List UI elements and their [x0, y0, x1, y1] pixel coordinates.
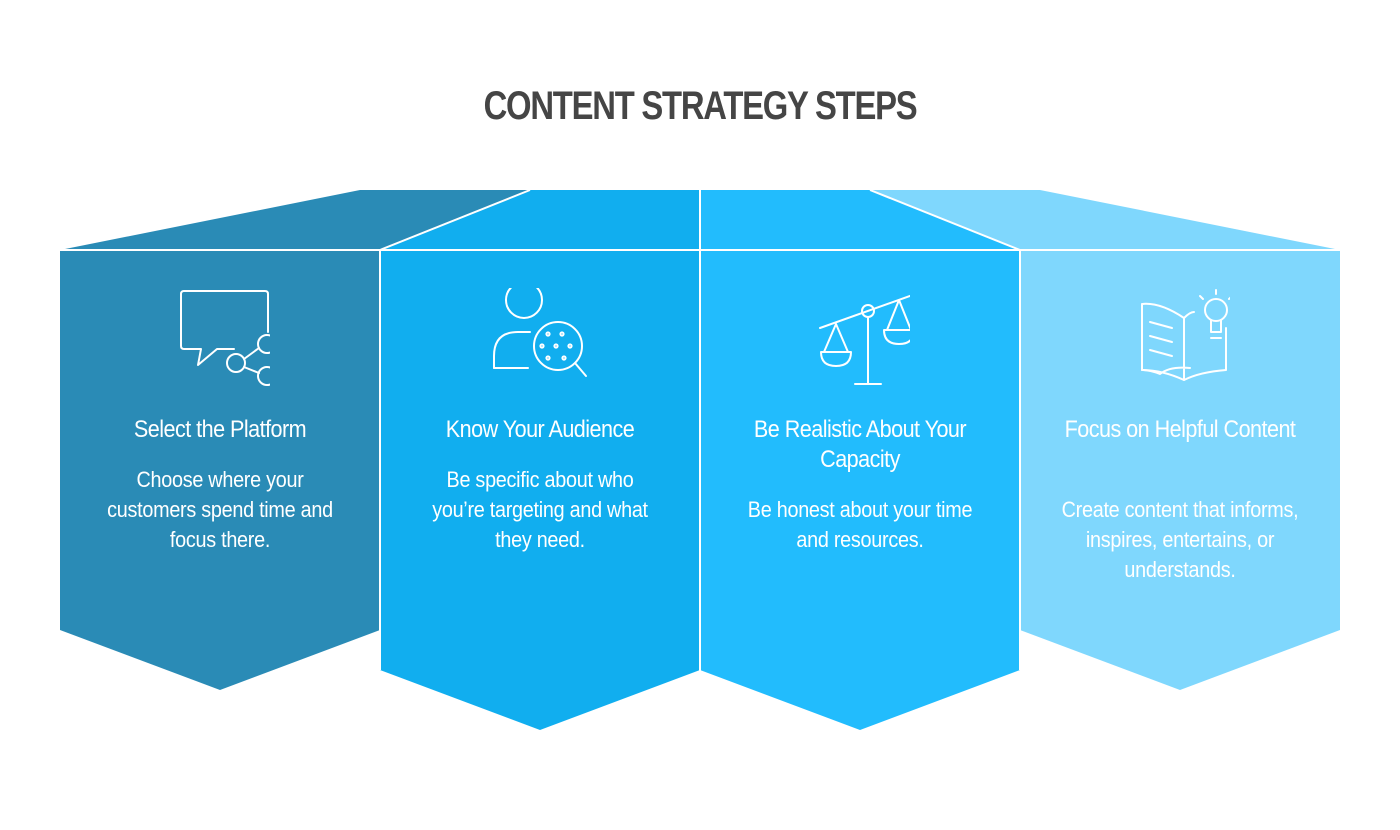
balance-scale-icon — [810, 288, 915, 388]
step-description: Be specific about who you’re targeting a… — [432, 467, 648, 552]
chat-share-icon — [170, 288, 277, 388]
panel-dividers — [60, 189, 1340, 672]
step-title: Know Your Audience — [445, 416, 635, 443]
panel-top-step-4 — [870, 190, 1340, 250]
panel-body-step-1 — [60, 250, 380, 690]
audience-search-icon — [490, 281, 590, 388]
step-title: Select the Platform — [133, 416, 307, 443]
step-description: Create content that informs, inspires, e… — [1061, 497, 1299, 582]
panel-top-step-2 — [380, 190, 700, 250]
panel-top-step-3 — [700, 190, 1020, 250]
panel-body-step-4 — [1020, 250, 1340, 690]
step-title: Be Realistic About Your Capacity — [753, 416, 967, 473]
step-description: Be honest about your time and resources. — [747, 497, 973, 552]
step-title: Focus on Helpful Content — [1064, 416, 1296, 443]
panel-body-step-2 — [380, 250, 700, 730]
panel-top-step-1 — [60, 190, 530, 250]
page-title: CONTENT STRATEGY STEPS — [483, 84, 918, 128]
book-lightbulb-icon — [1130, 288, 1233, 388]
panel-body-step-3 — [700, 250, 1020, 730]
step-description: Choose where your customers spend time a… — [107, 467, 333, 552]
